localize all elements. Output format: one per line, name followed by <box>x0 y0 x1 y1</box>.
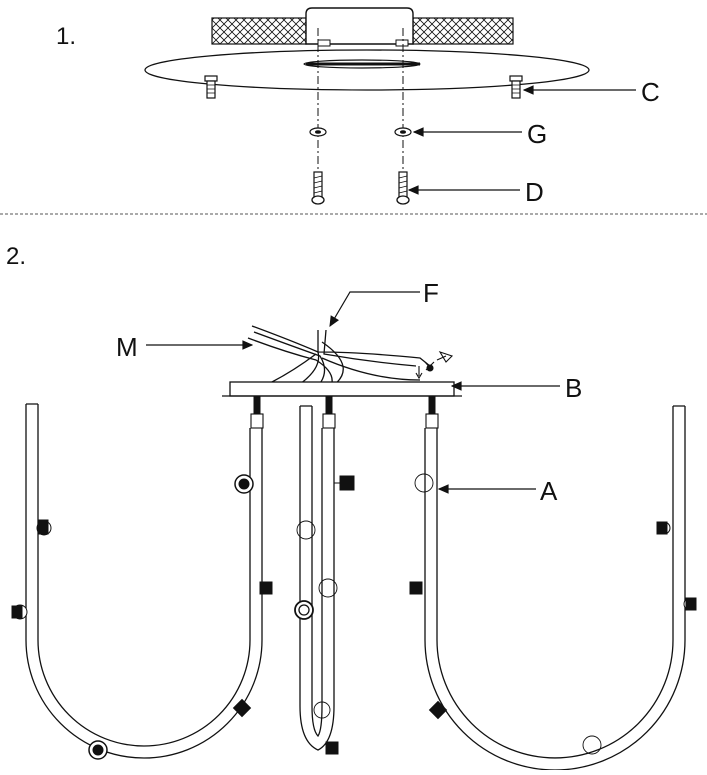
step-2-number: 2. <box>6 243 26 270</box>
callout-F: F <box>423 278 439 308</box>
socket <box>234 474 254 494</box>
callout-C: C <box>641 77 660 107</box>
canopy-plate <box>144 49 590 91</box>
socket <box>428 700 448 720</box>
socket <box>334 475 355 491</box>
callout-B: B <box>565 373 582 403</box>
step-1-number: 1. <box>56 23 76 50</box>
ceiling-section <box>211 17 514 45</box>
light-sockets <box>11 474 697 760</box>
ground-terminal <box>415 351 454 380</box>
arm-far-left <box>25 403 263 759</box>
callout-A: A <box>540 476 558 506</box>
step-1-ceiling-mount <box>144 7 636 205</box>
bulb-outlines <box>296 473 602 755</box>
socket <box>325 741 339 755</box>
callout-M: M <box>116 332 138 362</box>
mounting-screw-right <box>396 171 410 205</box>
socket <box>656 521 671 535</box>
mounting-screw-left <box>311 171 325 205</box>
canopy-connectors <box>250 395 439 429</box>
washer-right <box>394 127 412 137</box>
callout-G: G <box>527 119 547 149</box>
socket <box>409 581 423 595</box>
arm-middle <box>299 405 335 751</box>
socket <box>259 581 273 595</box>
callout-D: D <box>525 177 544 207</box>
socket <box>232 698 252 718</box>
washer-left <box>309 127 327 137</box>
supply-wires <box>247 325 431 389</box>
canopy-screw-left <box>204 75 218 99</box>
step-2-fixture-assembly <box>11 291 697 771</box>
canopy-screw-right <box>509 75 523 99</box>
socket <box>88 740 108 760</box>
junction-box <box>305 7 414 45</box>
socket <box>683 597 697 611</box>
canopy-plate-B <box>229 381 455 397</box>
socket <box>294 600 314 620</box>
leader-F <box>329 291 420 328</box>
socket <box>36 519 52 536</box>
arm-right <box>424 405 686 771</box>
socket <box>11 604 28 620</box>
